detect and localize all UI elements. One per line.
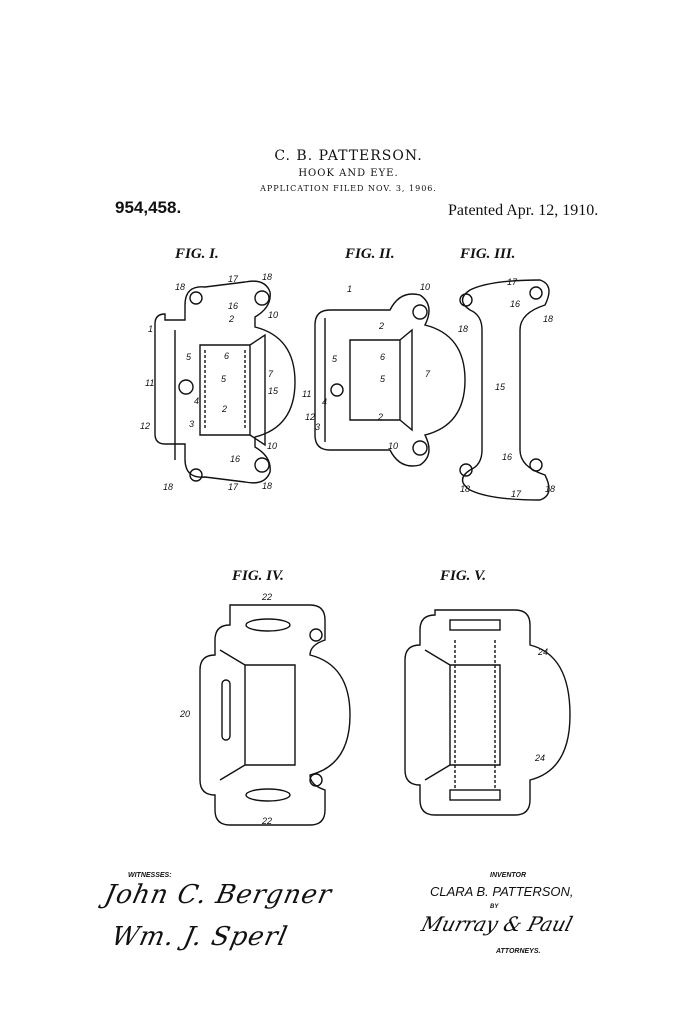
reference-numeral: 15 (268, 386, 279, 396)
reference-numeral: 3 (315, 422, 320, 432)
fig-5-label: FIG. V. (439, 568, 486, 584)
reference-numeral: 4 (322, 397, 327, 407)
reference-numeral: 5 (380, 374, 386, 384)
fig-3-label: FIG. III. (459, 246, 515, 262)
reference-numeral: 16 (230, 454, 240, 464)
reference-numeral: 24 (534, 753, 545, 763)
reference-numeral: 15 (495, 382, 506, 392)
inventor-name: CLARA B. PATTERSON, (430, 884, 574, 899)
reference-numeral: 17 (511, 489, 522, 499)
reference-numeral: 11 (302, 389, 311, 399)
reference-numeral: 7 (425, 369, 431, 379)
fig-1-label: FIG. I. (174, 246, 219, 262)
reference-numeral: 18 (262, 272, 272, 282)
filing-date: APPLICATION FILED NOV. 3, 1906. (260, 184, 437, 193)
reference-numeral: 16 (228, 301, 238, 311)
reference-numeral: 5 (186, 352, 192, 362)
reference-numeral: 22 (261, 592, 272, 602)
fig-3-drawing (459, 279, 550, 501)
witnesses-label: WITNESSES: (128, 872, 172, 879)
patent-number: 954,458. (115, 198, 182, 217)
fig-1-drawing (154, 280, 296, 484)
fig-4-label: FIG. IV. (231, 568, 284, 584)
attorneys-label: ATTORNEYS. (496, 948, 541, 955)
reference-numeral: 2 (377, 412, 383, 422)
reference-numeral: 2 (221, 404, 227, 414)
fig-2-drawing (314, 293, 466, 467)
reference-numeral: 17 (228, 482, 239, 492)
reference-numeral: 18 (545, 484, 555, 494)
reference-numeral: 5 (221, 374, 227, 384)
fig-2-label: FIG. II. (344, 246, 395, 262)
reference-numeral: 24 (537, 647, 548, 657)
reference-numeral: 5 (332, 354, 338, 364)
fig-4-drawing (199, 604, 351, 826)
witness-signature-1: John C. Bergner (101, 880, 335, 910)
reference-numeral: 22 (261, 816, 272, 826)
reference-numeral: 11 (145, 378, 154, 388)
reference-numeral: 7 (268, 369, 274, 379)
reference-numeral: 16 (510, 299, 520, 309)
reference-numeral: 18 (175, 282, 185, 292)
reference-numeral: 1 (347, 284, 352, 294)
attorney-signature: Murray & Paul (418, 912, 576, 936)
witness-signature-2: Wm. J. Sperl (108, 922, 291, 952)
reference-numeral: 17 (507, 277, 518, 287)
inventor-label: INVENTOR (490, 872, 527, 879)
reference-numeral: 10 (267, 441, 277, 451)
reference-numeral: 12 (305, 412, 315, 422)
fig-5-drawing (404, 609, 571, 816)
reference-numeral: 18 (458, 324, 468, 334)
reference-numeral: 10 (388, 441, 398, 451)
reference-numeral: 4 (194, 396, 199, 406)
reference-numeral: 18 (460, 484, 470, 494)
by-label: BY (490, 904, 499, 910)
reference-numeral: 18 (163, 482, 173, 492)
reference-numeral: 12 (140, 421, 150, 431)
reference-numeral: 6 (224, 351, 229, 361)
reference-numeral: 16 (502, 452, 512, 462)
reference-numeral: 6 (380, 352, 385, 362)
reference-numeral: 1 (148, 324, 153, 334)
reference-numeral: 3 (189, 419, 194, 429)
reference-numeral: 2 (228, 314, 234, 324)
patent-title: HOOK AND EYE. (298, 168, 399, 179)
reference-numeral: 10 (268, 310, 278, 320)
inventor-name-header: C. B. PATTERSON. (274, 148, 423, 164)
patent-date: Patented Apr. 12, 1910. (448, 202, 599, 219)
reference-numeral: 18 (543, 314, 553, 324)
reference-numeral: 17 (228, 274, 239, 284)
reference-numeral: 20 (179, 709, 190, 719)
reference-numeral: 18 (262, 481, 272, 491)
reference-numeral: 2 (378, 321, 384, 331)
reference-numeral: 10 (420, 282, 430, 292)
